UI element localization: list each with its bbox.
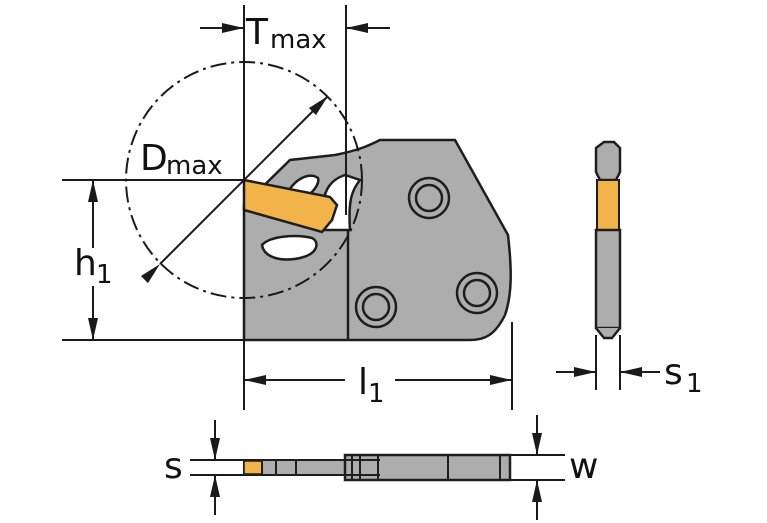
label-s1: s 1 <box>664 352 703 399</box>
svg-text:max: max <box>270 25 327 55</box>
svg-text:D: D <box>140 138 168 179</box>
screw-bottom-right <box>455 271 499 315</box>
holder-body-side-view <box>242 138 512 342</box>
svg-text:1: 1 <box>368 379 385 409</box>
side-view-insert <box>596 179 620 231</box>
svg-text:l: l <box>358 362 368 403</box>
svg-text:s: s <box>664 352 683 393</box>
svg-text:1: 1 <box>686 369 703 399</box>
screw-bottom-left <box>354 285 398 329</box>
bottom-view-blade <box>243 453 512 482</box>
dimension-lines <box>62 5 660 520</box>
svg-text:1: 1 <box>96 260 113 290</box>
svg-text:h: h <box>74 243 97 284</box>
label-l1: l 1 <box>358 362 385 409</box>
screw-top <box>407 176 451 220</box>
side-view-bottom-bevel <box>595 327 621 340</box>
bottom-view-clamp <box>343 453 512 482</box>
label-h1: h 1 <box>74 243 113 290</box>
label-s: s <box>164 446 183 487</box>
label-w: w <box>569 446 598 487</box>
label-d-max: D max <box>140 138 223 181</box>
lower-oval-slot <box>260 234 318 261</box>
label-t-max: T max <box>245 12 327 55</box>
svg-text:max: max <box>166 151 223 181</box>
bottom-view-details <box>261 455 501 480</box>
side-view-body <box>594 228 622 330</box>
side-view-tip <box>594 140 622 182</box>
bottom-view-insert <box>243 460 263 475</box>
side-view-blade <box>594 140 622 340</box>
svg-text:T: T <box>245 12 269 53</box>
